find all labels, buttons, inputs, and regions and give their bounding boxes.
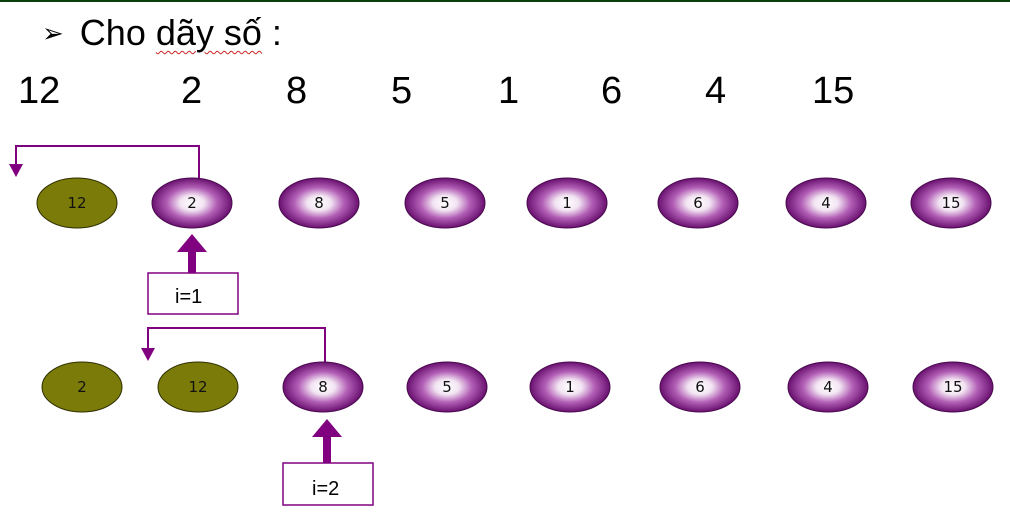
ball-label: 2	[187, 194, 197, 212]
ball-unsorted	[910, 177, 992, 229]
arrow-up-icon	[177, 234, 207, 252]
pointer-shaft	[323, 436, 331, 463]
ball-label: 6	[693, 194, 703, 212]
sequence-number: 2	[181, 70, 203, 112]
ball-unsorted	[282, 361, 364, 413]
ball-label: 8	[318, 378, 328, 396]
ball-unsorted	[406, 361, 488, 413]
sequence-number: 4	[705, 70, 727, 112]
ball-label: 1	[562, 194, 572, 212]
sequence-number: 8	[286, 70, 308, 112]
heading: ➢ Cho dãy số :	[42, 12, 282, 54]
ball-unsorted	[785, 177, 867, 229]
arrow-bullet-icon: ➢	[42, 18, 64, 48]
ball-unsorted	[659, 361, 741, 413]
insert-arrow-line	[147, 327, 326, 366]
ball-label: 8	[314, 194, 324, 212]
sequence-number: 6	[601, 70, 623, 112]
index-label: i=1	[175, 286, 202, 308]
heading-marked-text: dãy số	[155, 12, 262, 53]
ball-unsorted	[787, 361, 869, 413]
sequence-number: 12	[18, 70, 61, 112]
ball-label: 12	[188, 378, 207, 396]
ball-label: 12	[67, 194, 86, 212]
top-rule	[0, 0, 1010, 2]
insert-arrow-line	[15, 145, 200, 184]
heading-end: :	[261, 12, 282, 53]
ball-label: 6	[695, 378, 705, 396]
index-box	[147, 272, 239, 315]
ball-sorted	[36, 177, 118, 229]
heading-text: Cho	[79, 12, 156, 53]
ball-unsorted	[912, 361, 994, 413]
arrow-down-icon	[141, 348, 155, 361]
ball-unsorted	[529, 361, 611, 413]
ball-unsorted	[151, 177, 233, 229]
ball-unsorted	[657, 177, 739, 229]
arrow-up-icon	[312, 419, 342, 437]
sequence-number: 1	[498, 70, 520, 112]
ball-sorted	[41, 361, 123, 413]
ball-unsorted	[404, 177, 486, 229]
ball-label: 15	[943, 378, 962, 396]
ball-label: 2	[77, 378, 87, 396]
ball-sorted	[157, 361, 239, 413]
ball-unsorted	[278, 177, 360, 229]
sequence-number: 15	[812, 70, 855, 112]
ball-unsorted	[526, 177, 608, 229]
arrow-down-icon	[9, 164, 23, 177]
step-2: 2 12 8 5 1 6 4 15 i=2	[41, 327, 994, 506]
step-1: 12 2 8 5 1 6 4 15 i=1	[9, 145, 992, 315]
index-box	[282, 462, 374, 506]
ball-label: 1	[565, 378, 575, 396]
pointer-shaft	[188, 251, 196, 273]
ball-label: 4	[823, 378, 833, 396]
ball-label: 15	[941, 194, 960, 212]
index-label: i=2	[312, 478, 339, 500]
ball-label: 4	[821, 194, 831, 212]
ball-label: 5	[440, 194, 450, 212]
ball-label: 5	[442, 378, 452, 396]
sequence-number: 5	[391, 70, 413, 112]
